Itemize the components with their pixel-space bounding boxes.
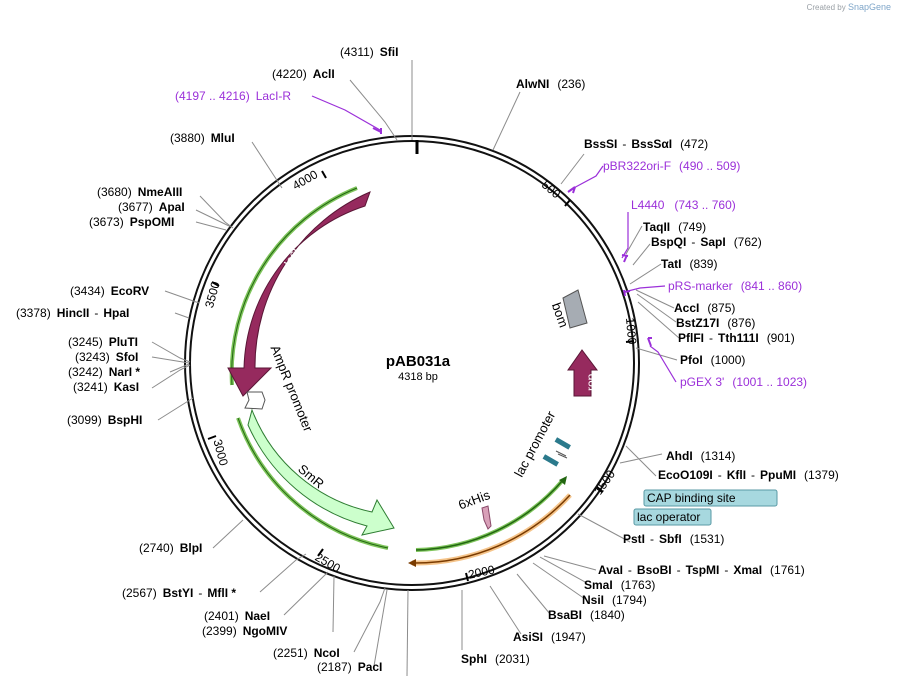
site-apai-label: (3677)ApaI <box>118 200 185 214</box>
tick-label-4000: 4000 <box>290 167 320 193</box>
site-naei-label: (2401)NaeI <box>204 609 270 623</box>
feature-laci <box>227 191 371 397</box>
snapgene-watermark: Created by SnapGene <box>806 2 891 12</box>
feature-green-arc <box>415 479 564 551</box>
site-pfoi-label: PfoI(1000) <box>680 353 745 367</box>
site-bstyi-label: (2567)BstYI-MflI * <box>122 586 236 600</box>
site-avai-label: AvaI-BsoBI-TspMI-XmaI(1761) <box>598 563 805 577</box>
site-ecorv-label: (3434)EcoRV <box>70 284 149 298</box>
site-nsii-label: NsiI(1794) <box>582 593 647 607</box>
primer-prs-marker-label: pRS-marker(841 .. 860) <box>668 279 802 293</box>
site-nmeaiii-label: (3680)NmeAIII <box>97 185 182 199</box>
tick-label-1500: 1500 <box>591 467 618 497</box>
site-ncoi-label: (2251)NcoI <box>273 646 340 660</box>
site-labels: (4311)SfiI (4220)AclI (4197 .. 4216)LacI… <box>16 45 839 674</box>
site-kasi-label: (3241)KasI <box>73 380 139 394</box>
feature-cap-marker <box>554 437 571 450</box>
svg-text:lac operator: lac operator <box>637 510 700 524</box>
primer-pbr322ori-f-label: pBR322ori-F(490 .. 509) <box>603 159 740 173</box>
site-psti-label: PstI-SbfI(1531) <box>623 532 724 546</box>
primer-l4440-label: L4440(743 .. 760) <box>631 198 736 212</box>
site-alwni-label: AlwNI(236) <box>516 77 585 91</box>
site-acli-label: (4220)AclI <box>272 67 335 81</box>
site-ngomiv-label: (2399)NgoMIV <box>202 624 287 638</box>
site-asisi-label: AsiSI(1947) <box>513 630 586 644</box>
site-tati-label: TatI(839) <box>661 257 717 271</box>
feature-rop <box>567 349 598 397</box>
site-pflfi-label: PflFI-Tth111I(901) <box>678 331 795 345</box>
ticks <box>207 170 635 582</box>
snapgene-logo-text: SnapGene <box>847 2 891 12</box>
plasmid-length: 4318 bp <box>398 371 438 383</box>
site-ahdi-label: AhdI(1314) <box>666 449 735 463</box>
feature-smr-outline-inner <box>237 417 389 549</box>
primer-laci-r-label: (4197 .. 4216)LacI-R <box>175 89 291 103</box>
feature-orange-arc-outline <box>411 493 572 566</box>
site-taqii-label: TaqII(749) <box>643 220 706 234</box>
feature-laci-outline-inner <box>231 187 358 386</box>
primer-pgex3-label: pGEX 3'(1001 .. 1023) <box>680 375 807 389</box>
site-leaders <box>151 60 680 677</box>
site-nari-label: (3242)NarI * <box>68 365 140 379</box>
primer-arrows <box>372 127 652 347</box>
feature-6xhis <box>481 505 492 530</box>
tick-label-3000: 3000 <box>210 438 231 468</box>
feature-lac-promoter-label: lac promoter <box>511 408 558 479</box>
site-pluti-label: (3245)PluTI <box>68 335 138 349</box>
site-bsssi-label: BssSI-BssSαI(472) <box>584 137 708 151</box>
feature-rop-label: rop <box>584 373 598 391</box>
site-mlui-label: (3880)MluI <box>170 131 235 145</box>
feature-laci-label: lacI <box>281 245 302 268</box>
svg-text:CAP binding site: CAP binding site <box>647 491 736 505</box>
site-bspqi-label: BspQI-SapI(762) <box>651 235 762 249</box>
feature-smr <box>247 408 395 536</box>
feature-bom <box>562 289 588 329</box>
feature-operator-marker <box>542 454 559 467</box>
feature-lac-promoter-marker <box>555 450 568 459</box>
site-paci-label: (2187)PacI <box>317 660 382 674</box>
site-acci-label: AccI(875) <box>674 301 735 315</box>
tick-label-1000: 1000 <box>623 317 639 345</box>
site-sfoi-label: (3243)SfoI <box>75 350 138 364</box>
site-smai-label: SmaI(1763) <box>584 578 655 592</box>
feature-orange-arc <box>411 494 571 564</box>
tick-label-3500: 3500 <box>202 280 223 310</box>
feature-orange-arrowhead <box>408 559 416 567</box>
site-bsphi-label: (3099)BspHI <box>67 413 142 427</box>
tag-lac-operator: lac operator <box>633 508 712 526</box>
tick-label-2000: 2000 <box>467 562 496 581</box>
feature-ampr-promoter <box>244 391 266 410</box>
site-bstz17i-label: BstZ17I(876) <box>676 316 755 330</box>
site-hincii-label: (3378)HincII-HpaI <box>16 306 129 320</box>
site-sfii-label: (4311)SfiI <box>340 45 398 59</box>
site-pspomi-label: (3673)PspOMI <box>89 215 174 229</box>
plasmid-name: pAB031a <box>386 353 451 370</box>
feature-green-arrowhead <box>559 476 567 485</box>
tag-cap-binding-site: CAP binding site <box>643 489 778 507</box>
site-blpi-label: (2740)BlpI <box>139 541 202 555</box>
feature-ampr-promoter-label: AmpR promoter <box>268 343 317 434</box>
site-eco0109i-label: EcoO109I-KflI-PpuMI(1379) <box>658 468 839 482</box>
site-sphi-label: SphI(2031) <box>461 652 530 666</box>
site-bsabi-label: BsaBI(1840) <box>548 608 625 622</box>
